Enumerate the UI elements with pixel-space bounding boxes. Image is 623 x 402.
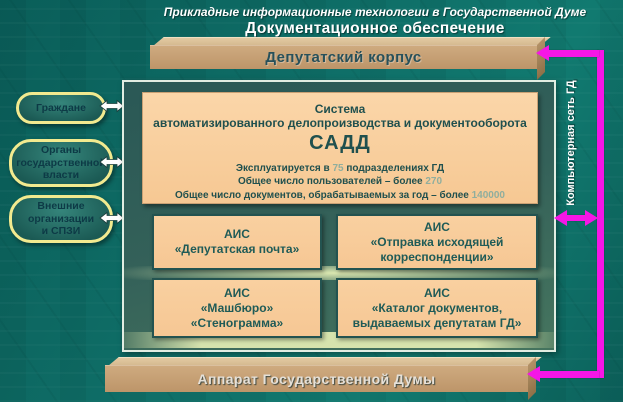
magenta-arrow-icon <box>585 210 598 226</box>
deputy-corps-bar: Депутатский корпус <box>150 37 551 80</box>
slide-supertitle: Прикладные информационные технологии в Г… <box>163 5 587 19</box>
stat-units-suffix: подразделениях ГД <box>343 162 445 174</box>
ais-mashburo-box: АИС «Машбюро» «Стенограмма» <box>152 278 322 338</box>
magenta-arrow-icon <box>554 210 567 226</box>
pill-state-bodies-line2: государственной <box>16 156 106 169</box>
network-label: Компьютерная сеть ГД <box>565 80 577 206</box>
pill-external-orgs-line1: Внешние <box>37 200 85 213</box>
stat-users-prefix: Общее число пользователей – более <box>237 176 426 188</box>
pill-state-bodies-line1: Органы <box>40 144 82 157</box>
pill-external-orgs-line3: и СПЗИ <box>41 225 81 238</box>
stat-units-number: 75 <box>332 162 344 174</box>
sadd-title-line2: автоматизированного делопроизводства и д… <box>153 116 527 131</box>
ais-document-catalog-box: АИС «Каталог документов, выдаваемых депу… <box>336 278 538 338</box>
pill-state-bodies: Органы государственной власти <box>9 139 113 187</box>
ais-label: АИС <box>224 227 250 241</box>
ais-label: АИС <box>424 285 450 300</box>
ais-name-line: «Машбюро» <box>200 300 274 315</box>
duma-apparatus-label: Аппарат Государственной Думы <box>105 365 528 392</box>
stat-documents-number: 140000 <box>471 189 505 201</box>
network-bottom-segment <box>540 371 599 378</box>
ais-outgoing-mail-box: АИС «Отправка исходящей корреспонденции» <box>336 214 538 270</box>
ais-deputy-mail-box: АИС «Депутатская почта» <box>152 214 322 270</box>
network-mid-segment <box>565 215 591 221</box>
sadd-box: Система автоматизированного делопроизвод… <box>142 92 538 204</box>
deputy-corps-label: Депутатский корпус <box>150 45 537 69</box>
stat-documents: Общее число документов, обрабатываемых з… <box>143 189 537 203</box>
ais-name-line: «Отправка исходящей <box>370 234 504 249</box>
ais-name-line: «Каталог документов, <box>371 300 503 315</box>
sadd-stats: Эксплуатируется в 75 подразделениях ГД О… <box>143 162 537 203</box>
pill-citizens-label: Граждане <box>36 101 86 114</box>
stat-documents-prefix: Общее число документов, обрабатываемых з… <box>175 189 472 201</box>
stat-units: Эксплуатируется в 75 подразделениях ГД <box>143 162 537 176</box>
stat-units-prefix: Эксплуатируется в <box>235 162 333 174</box>
ais-name-line: выдаваемых депутатам ГД» <box>352 315 522 330</box>
magenta-arrow-icon <box>527 366 540 382</box>
sadd-acronym: САДД <box>309 131 371 154</box>
ais-name-line: корреспонденции» <box>380 249 494 264</box>
magenta-arrow-icon <box>536 45 549 61</box>
network-top-segment <box>549 50 599 57</box>
pill-citizens: Граждане <box>16 92 106 124</box>
network-vertical-line <box>597 50 604 378</box>
ais-name-line: «Стенограмма» <box>190 315 284 330</box>
stat-users-number: 270 <box>425 176 443 188</box>
pill-external-orgs: Внешние организации и СПЗИ <box>9 195 113 243</box>
sadd-title-line1: Система <box>314 102 366 116</box>
slide-title: Документационное обеспечение <box>245 20 505 37</box>
stat-users: Общее число пользователей – более 270 <box>143 175 537 189</box>
sadd-system-container: Система автоматизированного делопроизвод… <box>122 80 556 352</box>
pill-state-bodies-line3: власти <box>42 169 80 182</box>
title-block: Прикладные информационные технологии в Г… <box>130 5 620 38</box>
ais-label: АИС <box>424 219 450 234</box>
ais-name-line: «Депутатская почта» <box>174 242 300 256</box>
duma-apparatus-bar: Аппарат Государственной Думы <box>105 357 542 400</box>
pill-external-orgs-line2: организации <box>27 212 95 225</box>
ais-label: АИС <box>224 285 250 300</box>
